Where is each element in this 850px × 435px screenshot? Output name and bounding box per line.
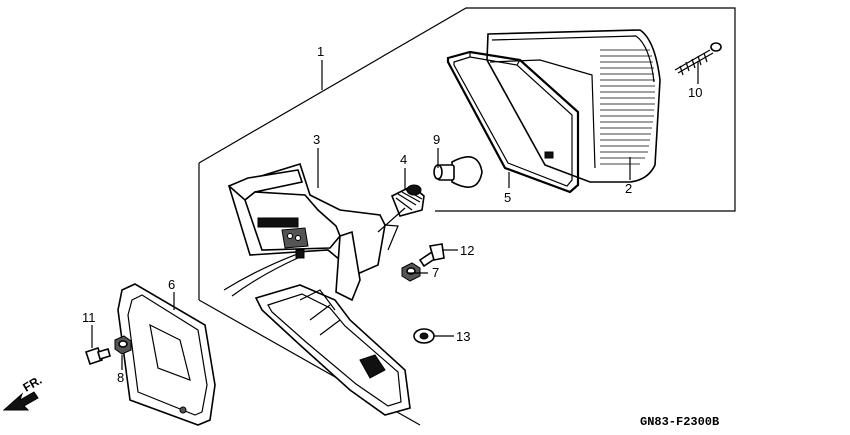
grommet-13: [413, 328, 435, 344]
callout-1: 1: [317, 44, 324, 59]
callout-3: 3: [313, 132, 320, 147]
drawing-code: GN83-F2300B: [640, 415, 719, 429]
callout-13: 13: [456, 329, 470, 344]
bulb: [433, 156, 483, 188]
license-plate-seal: [117, 283, 216, 426]
callout-5: 5: [504, 190, 511, 205]
wiring-harness: [223, 249, 305, 297]
callout-9: 9: [433, 132, 440, 147]
direction-label: FR.: [21, 373, 45, 395]
nut-7: [401, 262, 421, 282]
leader-lines: [91, 60, 699, 370]
callout-6: 6: [168, 277, 175, 292]
callout-11: 11: [82, 310, 96, 325]
front-direction-arrow-icon: FR.: [2, 373, 45, 411]
callout-12: 12: [460, 243, 474, 258]
screw-11: [84, 346, 111, 366]
callout-8: 8: [117, 370, 124, 385]
callout-2: 2: [625, 181, 632, 196]
bulb-socket: [390, 184, 425, 217]
taillight-housing: [227, 163, 411, 416]
lens-gasket: [446, 50, 580, 194]
callout-4: 4: [400, 152, 407, 167]
callout-10: 10: [688, 85, 702, 100]
nut-8: [114, 335, 132, 355]
screw-12: [418, 243, 445, 268]
callout-7: 7: [432, 265, 439, 280]
callout-labels: 1 2 3 4 5 6 7 8 9 10 11 12 13: [82, 44, 702, 385]
tapping-screw: [674, 42, 722, 76]
taillight-lens: [486, 29, 661, 183]
